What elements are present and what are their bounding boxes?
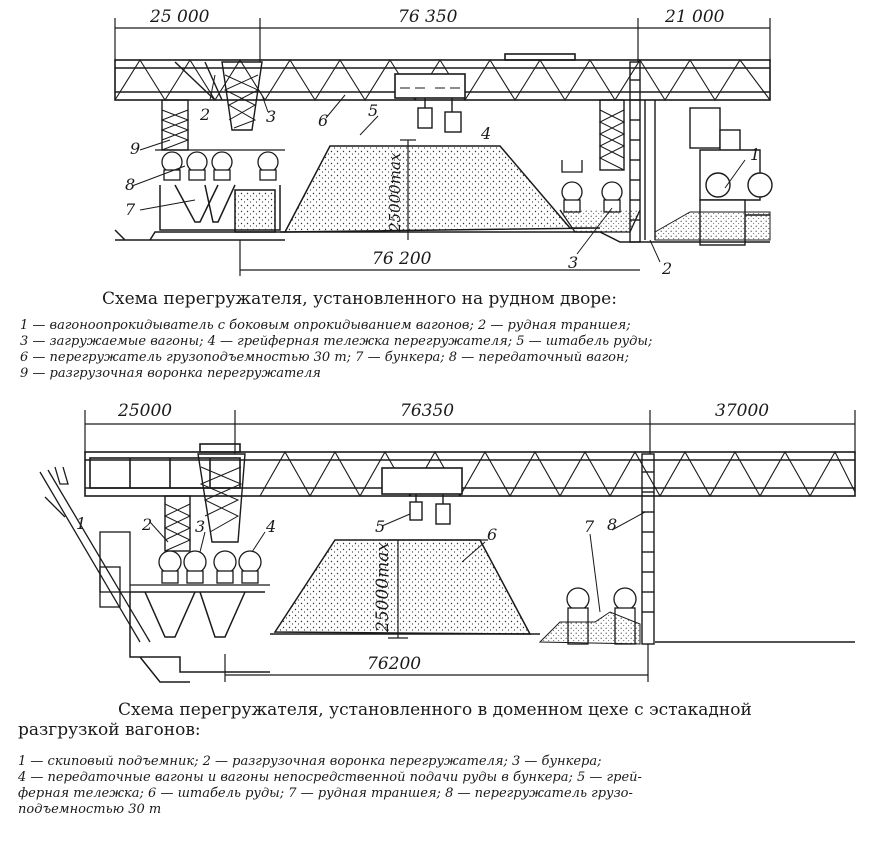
bridge-truss	[114, 53, 771, 102]
top-dimension-line	[84, 410, 856, 454]
dim-bottom: 76200	[367, 654, 421, 674]
ore-pile	[273, 539, 532, 635]
dim-height: 25000max	[373, 542, 393, 633]
ore-pile	[283, 145, 601, 233]
top-dimension-line	[114, 18, 771, 62]
ground-line	[114, 229, 770, 243]
bottom-dimension-line	[224, 644, 649, 682]
callout-6: 6	[487, 525, 497, 544]
legend-line: 3 — загружаемые вагоны; 4 — грейферная т…	[20, 334, 653, 349]
legend-line: 4 — передаточные вагоны и вагоны непосре…	[18, 770, 642, 785]
legend-line: 1 — скиповый подъемник; 2 — разгрузочная…	[18, 754, 602, 769]
height-dimension	[400, 139, 416, 240]
legend-line: ферная тележка; 6 — штабель руды; 7 — ру…	[18, 786, 633, 801]
dim-top-right: 21 000	[664, 7, 725, 27]
callout-2: 2	[141, 515, 152, 534]
tippler-ore-pile	[654, 211, 771, 241]
ground-line	[270, 633, 855, 643]
figure-1-caption: Схема перегружателя, установленного на р…	[102, 289, 617, 309]
bottom-dimension-line	[239, 240, 640, 276]
dim-top-middle: 76350	[400, 401, 454, 421]
callout-3: 3	[195, 517, 205, 536]
figure-2-drawing: 25000 76350 37000	[39, 401, 856, 683]
callout-2: 2	[199, 105, 210, 124]
legend-line: 1 — вагоноопрокидыватель с боковым опрок…	[20, 318, 631, 333]
grab-trolley	[409, 494, 451, 525]
callout-8: 8	[125, 175, 135, 194]
callout-9: 9	[130, 139, 140, 158]
legend-line: 9 — разгрузочная воронка перегружателя	[20, 366, 321, 381]
dim-bottom: 76 200	[372, 249, 432, 269]
callout-4: 4	[480, 124, 491, 143]
legend-line: 6 — перегружатель грузоподъемностью 30 т…	[20, 350, 629, 365]
callout-7: 7	[584, 517, 595, 536]
left-support-legs	[163, 453, 246, 552]
callout-1: 1	[750, 145, 760, 164]
figure-2-legend: 1 — скиповый подъемник; 2 — разгрузочная…	[18, 754, 642, 818]
caption-line: Схема перегружателя, установленного в до…	[118, 700, 752, 720]
bridge-truss	[84, 443, 856, 498]
dim-top-left: 25000	[117, 401, 172, 421]
left-wagons	[130, 550, 270, 586]
callout-8: 8	[607, 515, 617, 534]
callout-leaders	[149, 511, 646, 613]
dim-top-middle: 76 350	[398, 7, 458, 27]
callout-7: 7	[125, 200, 136, 219]
figure-1-legend: 1 — вагоноопрокидыватель с боковым опрок…	[20, 318, 652, 382]
right-wagons	[561, 160, 623, 213]
dim-top-right: 37000	[715, 401, 769, 421]
grab-trolley	[417, 98, 462, 133]
callout-5: 5	[368, 101, 378, 120]
skip-hoist	[39, 466, 151, 643]
bunkers	[129, 591, 270, 683]
callout-5: 5	[375, 517, 385, 536]
figure-2-caption: Схема перегружателя, установленного в до…	[18, 700, 752, 740]
dim-top-left: 25 000	[149, 7, 210, 27]
callout-4: 4	[265, 517, 276, 536]
height-dimension	[388, 539, 488, 639]
callout-2b: 2	[661, 259, 672, 278]
callout-1: 1	[76, 514, 86, 533]
callout-leaders	[131, 74, 746, 263]
caption-line: разгрузкой вагонов:	[18, 720, 201, 740]
callout-3b: 3	[568, 253, 578, 272]
left-bunkers	[149, 184, 285, 241]
callout-3: 3	[266, 107, 276, 126]
legend-line: подъемностью 30 т	[18, 802, 162, 817]
ore-trench	[559, 209, 641, 233]
left-support-legs	[160, 61, 263, 151]
left-wagons	[155, 149, 285, 181]
dim-height: 25000max	[386, 152, 404, 233]
callout-6: 6	[318, 111, 328, 130]
right-support-legs	[598, 61, 656, 243]
ore-trench	[538, 611, 641, 645]
figure-1-drawing: 25 000 76 350 21 000	[114, 7, 773, 278]
